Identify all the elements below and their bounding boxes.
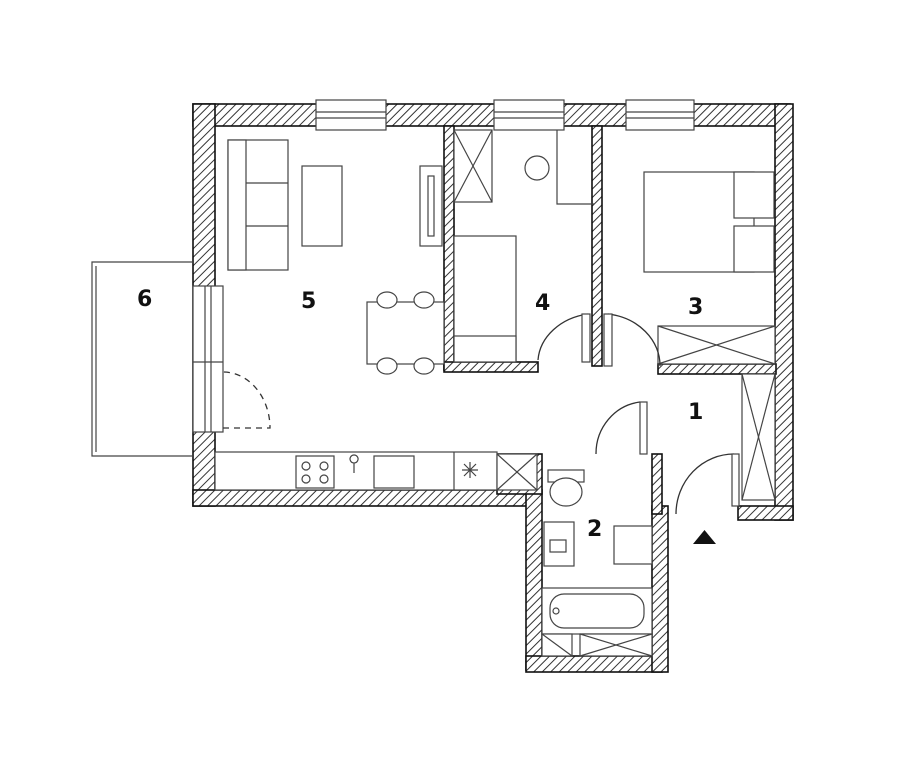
bathtub-icon bbox=[541, 587, 653, 635]
coffee-table-icon bbox=[301, 165, 343, 247]
shafts bbox=[496, 453, 653, 657]
windows bbox=[192, 99, 695, 433]
fridge-icon bbox=[462, 462, 478, 478]
desk-icon bbox=[556, 130, 594, 205]
sink-icon bbox=[543, 521, 575, 567]
bed-icon bbox=[643, 171, 775, 273]
kitchen-sink-icon bbox=[373, 455, 415, 489]
washing-machine-icon bbox=[613, 525, 653, 565]
wardrobe-icon bbox=[741, 373, 776, 501]
tv-stand-icon bbox=[419, 165, 443, 247]
room-label-6: 6 bbox=[137, 287, 152, 312]
room-label-1: 1 bbox=[688, 400, 703, 425]
doors bbox=[537, 313, 740, 515]
toilet-icon bbox=[547, 469, 585, 507]
balcony bbox=[91, 261, 192, 457]
room-label-3: 3 bbox=[688, 295, 703, 320]
room-label-4: 4 bbox=[535, 291, 550, 316]
wardrobe-icon bbox=[453, 129, 493, 203]
room-label-2: 2 bbox=[587, 517, 602, 542]
dining-table-icon bbox=[366, 291, 445, 375]
room-label-5: 5 bbox=[301, 289, 316, 314]
balcony-door-swing bbox=[222, 371, 271, 429]
stove-icon bbox=[295, 455, 335, 489]
kitchen-counter bbox=[214, 451, 498, 491]
bed-icon bbox=[453, 235, 517, 363]
wardrobe-icon bbox=[657, 325, 776, 365]
tap-icon bbox=[349, 454, 359, 473]
sofa-icon bbox=[227, 139, 289, 271]
entrance-arrow-icon bbox=[693, 530, 716, 544]
lamp-icon bbox=[524, 155, 550, 181]
